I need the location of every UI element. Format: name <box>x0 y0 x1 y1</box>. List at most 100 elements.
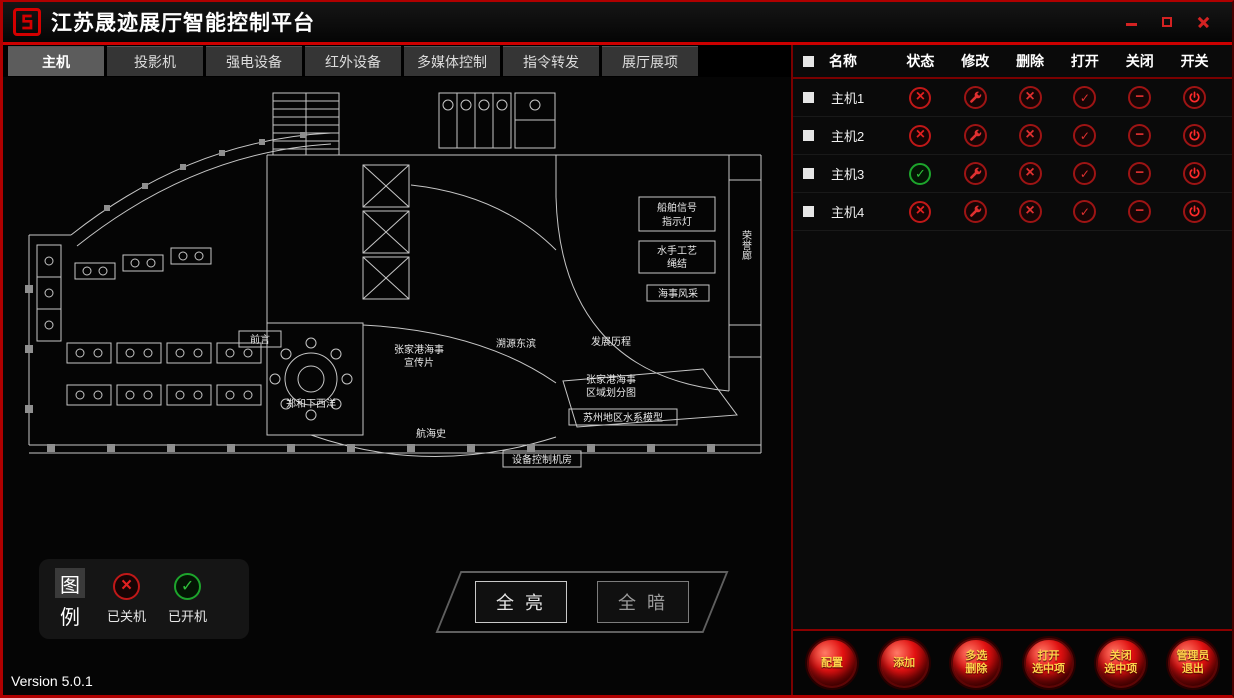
device-panel: 名称 状态 修改 删除 打开 关闭 开关 主机1 <box>791 45 1232 695</box>
maximize-icon <box>1162 17 1172 27</box>
table-row: 主机1 <box>793 79 1232 117</box>
modify-button[interactable] <box>963 86 987 109</box>
legend-title-char1: 图 <box>55 568 85 598</box>
open-button[interactable] <box>1073 162 1097 185</box>
scene-controls: 全 亮 全 暗 <box>435 571 729 633</box>
header-name: 名称 <box>829 53 857 69</box>
legend-title-char2: 例 <box>60 606 80 629</box>
plan-label-knots: 水手工艺 <box>657 244 697 257</box>
plan-label-preface: 前言 <box>250 333 270 346</box>
table-header: 名称 状态 修改 删除 打开 关闭 开关 <box>793 45 1232 79</box>
tab-command-forward[interactable]: 指令转发 <box>503 46 599 76</box>
header-switch: 开关 <box>1180 53 1209 69</box>
tab-multimedia-control[interactable]: 多媒体控制 <box>404 46 500 76</box>
plan-label-nav-history: 航海史 <box>416 427 446 440</box>
plan-label-zone: 张家港海事 <box>586 373 636 386</box>
add-button[interactable]: 添加 <box>879 638 930 688</box>
powered-off-label: 已关机 <box>107 609 147 624</box>
open-selected-button[interactable]: 打开选中项 <box>1023 638 1074 688</box>
tab-power-devices[interactable]: 强电设备 <box>206 46 302 76</box>
device-name: 主机2 <box>831 129 865 144</box>
plan-label-ship-signal: 船舶信号 <box>657 201 697 214</box>
device-name: 主机3 <box>831 167 865 182</box>
close-button[interactable] <box>1196 15 1212 29</box>
header-delete: 删除 <box>1016 53 1045 69</box>
close-device-button[interactable] <box>1128 86 1152 109</box>
plan-label-control-room: 设备控制机房 <box>512 453 572 466</box>
delete-button[interactable] <box>1018 162 1042 185</box>
minimize-icon <box>1126 23 1137 26</box>
header-status: 状态 <box>906 53 935 69</box>
row-checkbox[interactable] <box>803 168 814 179</box>
delete-button[interactable] <box>1018 86 1042 109</box>
status-icon <box>909 124 932 147</box>
header-close: 关闭 <box>1125 53 1154 69</box>
plan-label-water-model: 苏州地区水系模型 <box>583 411 663 424</box>
open-button[interactable] <box>1073 124 1097 147</box>
tab-projectors[interactable]: 投影机 <box>107 46 203 76</box>
admin-logout-button[interactable]: 管理员退出 <box>1167 638 1218 688</box>
table-row: 主机3 <box>793 155 1232 193</box>
modify-button[interactable] <box>963 124 987 147</box>
row-checkbox[interactable] <box>803 92 814 103</box>
power-button[interactable] <box>1183 86 1207 109</box>
title-bar: 江苏晟迹展厅智能控制平台 <box>3 2 1232 42</box>
open-button[interactable] <box>1073 200 1097 223</box>
header-open: 打开 <box>1070 53 1099 69</box>
tab-infrared-devices[interactable]: 红外设备 <box>305 46 401 76</box>
multi-delete-button[interactable]: 多选删除 <box>951 638 1002 688</box>
all-dark-button[interactable]: 全 暗 <box>597 581 690 623</box>
status-icon <box>909 200 932 223</box>
floor-plan: 船舶信号 指示灯 水手工艺 绳结 海事风采 荣誉廊 前言 张家港海事 宣传片 溯… <box>25 92 762 468</box>
delete-button[interactable] <box>1018 200 1042 223</box>
table-row: 主机4 <box>793 193 1232 231</box>
plan-label-zhenghe: 郑和下西洋 <box>286 397 336 410</box>
tab-exhibits[interactable]: 展厅展项 <box>602 46 698 76</box>
plan-label-honor-corridor: 荣誉廊 <box>740 230 752 261</box>
all-bright-button[interactable]: 全 亮 <box>474 581 567 623</box>
brand-logo-icon <box>13 8 41 36</box>
tab-hosts[interactable]: 主机 <box>8 46 104 76</box>
close-device-button[interactable] <box>1128 124 1152 147</box>
action-button-bar: 配置 添加 多选删除 打开选中项 关闭选中项 管理员退出 <box>793 629 1232 695</box>
device-name: 主机1 <box>831 91 865 106</box>
plan-label-knots2: 绳结 <box>667 257 687 270</box>
table-empty-space <box>793 231 1232 629</box>
power-button[interactable] <box>1183 162 1207 185</box>
legend: 图 例 已关机 已开机 <box>39 559 249 639</box>
delete-button[interactable] <box>1018 124 1042 147</box>
open-button[interactable] <box>1073 86 1097 109</box>
powered-on-label: 已开机 <box>168 609 208 624</box>
device-name: 主机4 <box>831 205 865 220</box>
status-icon <box>909 162 932 185</box>
powered-on-icon <box>174 573 202 600</box>
status-icon <box>909 86 932 109</box>
select-all-checkbox[interactable] <box>803 55 814 67</box>
accent-divider <box>3 42 1232 45</box>
modify-button[interactable] <box>963 162 987 185</box>
plan-label-zone2: 区域划分图 <box>586 386 636 399</box>
close-device-button[interactable] <box>1128 200 1152 223</box>
close-device-button[interactable] <box>1128 162 1152 185</box>
powered-off-icon <box>113 573 140 600</box>
window-title: 江苏晟迹展厅智能控制平台 <box>51 12 315 35</box>
close-selected-button[interactable]: 关闭选中项 <box>1095 638 1146 688</box>
version-label: Version 5.0.1 <box>11 673 93 689</box>
row-checkbox[interactable] <box>803 206 814 217</box>
maximize-button[interactable] <box>1160 15 1176 29</box>
table-row: 主机2 <box>793 117 1232 155</box>
window-controls <box>1124 15 1212 29</box>
power-button[interactable] <box>1183 124 1207 147</box>
modify-button[interactable] <box>963 200 987 223</box>
minimize-button[interactable] <box>1124 15 1140 29</box>
tab-bar: 主机 投影机 强电设备 红外设备 多媒体控制 指令转发 展厅展项 <box>3 45 791 77</box>
plan-label-ship-signal2: 指示灯 <box>662 215 692 228</box>
power-button[interactable] <box>1183 200 1207 223</box>
plan-label-history: 发展历程 <box>591 335 631 348</box>
plan-label-promo: 张家港海事 <box>394 343 444 356</box>
row-checkbox[interactable] <box>803 130 814 141</box>
plan-label-origin: 溯源东滨 <box>496 337 536 350</box>
config-button[interactable]: 配置 <box>807 638 857 688</box>
header-modify: 修改 <box>961 53 990 69</box>
